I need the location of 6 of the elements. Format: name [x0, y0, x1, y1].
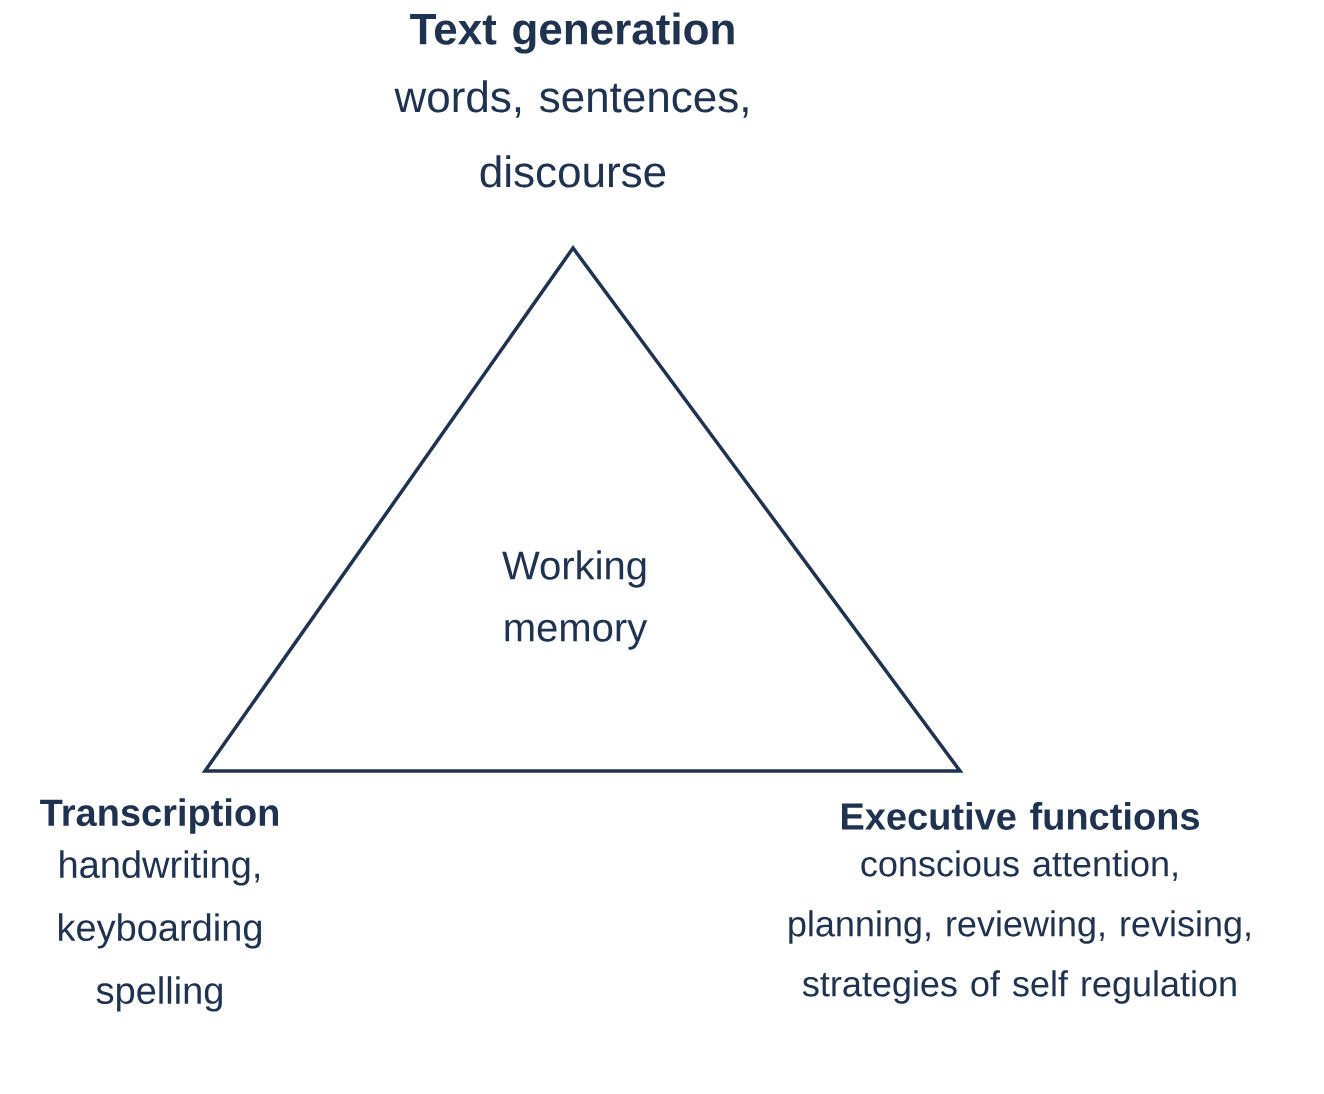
heading: Transcription: [40, 798, 278, 834]
heading: Executive functions: [842, 802, 1199, 830]
heading: Text generation: [410, 12, 734, 54]
description: conscious attention, planning, reviewing, revising, strategies of self regulation: [789, 850, 1250, 1004]
description: handwriting, keyboarding spelling: [59, 850, 261, 1012]
description: words, sentences, discourse: [394, 80, 748, 188]
